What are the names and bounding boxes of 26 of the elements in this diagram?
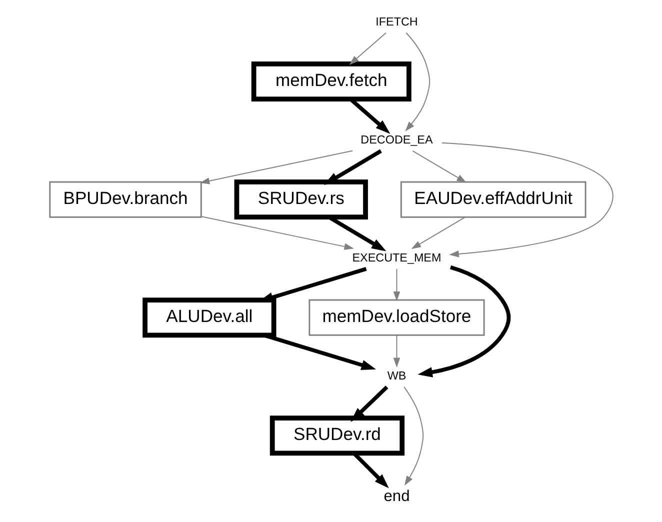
arrow bbox=[348, 32, 386, 65]
arrow bbox=[403, 386, 424, 486]
arrow bbox=[392, 334, 400, 368]
node-text: EXECUTE_MEM bbox=[352, 252, 441, 265]
arrow bbox=[440, 142, 613, 258]
arrow bbox=[200, 216, 354, 250]
node-text: WB bbox=[386, 370, 406, 383]
node-text: end bbox=[383, 488, 410, 505]
arrow bbox=[410, 216, 466, 250]
arrow bbox=[199, 150, 353, 184]
node-box: BPUDev.branch bbox=[48, 181, 202, 218]
arrow bbox=[350, 386, 388, 422]
arrow bbox=[263, 333, 376, 370]
node-box: memDev.loadStore bbox=[308, 299, 484, 336]
arrow bbox=[392, 268, 400, 302]
arrow bbox=[323, 149, 382, 185]
node-text: IFETCH bbox=[375, 15, 418, 28]
node-text: DECODE_EA bbox=[360, 134, 432, 147]
arrow bbox=[417, 265, 510, 378]
arrow bbox=[412, 150, 466, 183]
node-box: SRUDev.rs bbox=[234, 180, 368, 220]
node-box: SRUDev.rd bbox=[269, 416, 404, 456]
arrow bbox=[404, 32, 430, 132]
node-box: ALUDev.all bbox=[142, 298, 276, 338]
node-box: EAUDev.effAddrUnit bbox=[400, 181, 586, 218]
node-box: memDev.fetch bbox=[250, 61, 411, 102]
